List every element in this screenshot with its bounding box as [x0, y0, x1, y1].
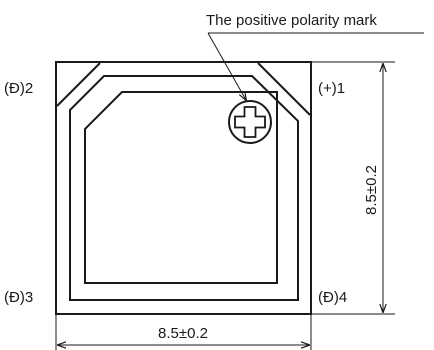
width-dimension	[55, 315, 312, 350]
plus-icon	[228, 100, 272, 144]
chamfer-top-left	[56, 62, 101, 107]
height-dimension	[312, 61, 395, 315]
width-dimension-label: 8.5±0.2	[158, 325, 208, 342]
frame-outer	[69, 75, 299, 301]
frame-inner	[84, 91, 278, 284]
pin-label-top-right: (+)1	[318, 80, 345, 97]
package-outline	[55, 61, 312, 315]
pin-label-bottom-right: (Đ)4	[318, 289, 347, 306]
callout-leader	[207, 32, 424, 100]
chamfer-top-right	[257, 62, 311, 116]
height-dimension-label: 8.5±0.2	[363, 165, 380, 215]
pin-label-bottom-left: (Đ)3	[4, 289, 33, 306]
polarity-callout-label: The positive polarity mark	[206, 12, 377, 29]
pin-label-top-left: (Đ)2	[4, 80, 33, 97]
